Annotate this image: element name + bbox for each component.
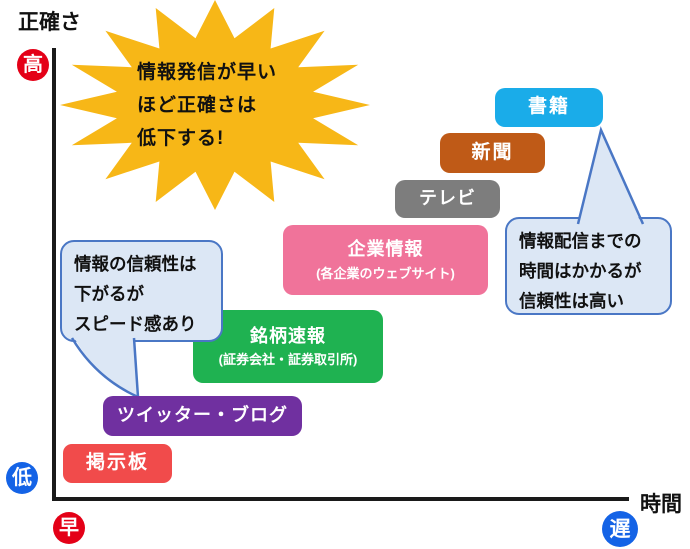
callout-line: 情報の信頼性は xyxy=(74,254,197,274)
marker-fast: 早 xyxy=(53,512,85,544)
callout-line: 下がるが xyxy=(74,284,144,304)
callout-line: 情報配信までの xyxy=(519,231,642,251)
marker-slow-label: 遅 xyxy=(609,517,631,541)
marker-low: 低 xyxy=(6,462,38,494)
item-label: テレビ xyxy=(419,188,476,209)
marker-high: 高 xyxy=(17,49,49,81)
callout-line: 時間はかかるが xyxy=(519,261,642,281)
burst-text: 情報発信が早い ほど正確さは 低下する! xyxy=(137,56,277,155)
callout-line: 信頼性は高い xyxy=(519,291,624,311)
item-box-newspaper: 新聞 xyxy=(440,133,545,173)
item-label: ツイッター・ブログ xyxy=(117,405,288,426)
item-box-ticker: 銘柄速報 (証券会社・証券取引所) xyxy=(193,310,383,383)
callout-right: 情報配信までの 時間はかかるが 信頼性は高い xyxy=(505,217,672,315)
y-axis-line xyxy=(52,48,56,500)
y-axis-title: 正確さ xyxy=(18,11,81,34)
marker-slow: 遅 xyxy=(602,511,638,547)
item-box-bbs: 掲示板 xyxy=(63,444,172,483)
callout-left: 情報の信頼性は 下がるが スピード感あり xyxy=(60,240,223,342)
item-box-corporate: 企業情報 (各企業のウェブサイト) xyxy=(283,225,488,295)
item-sublabel: (証券会社・証券取引所) xyxy=(218,352,358,368)
starburst-shape xyxy=(60,0,370,210)
item-sublabel: (各企業のウェブサイト) xyxy=(316,265,455,281)
burst-line: ほど正確さは xyxy=(137,95,258,116)
x-axis-title: 時間 xyxy=(640,493,682,516)
item-box-twitter: ツイッター・ブログ xyxy=(103,396,302,436)
marker-low-label: 低 xyxy=(12,467,32,489)
callout-line: スピード感あり xyxy=(74,314,197,334)
item-box-tv: テレビ xyxy=(395,180,500,218)
marker-fast-label: 早 xyxy=(59,517,79,539)
item-label: 書籍 xyxy=(527,96,570,118)
x-axis-line xyxy=(52,497,629,501)
item-box-books: 書籍 xyxy=(495,88,603,127)
item-label: 銘柄速報 xyxy=(250,325,326,346)
item-label: 掲示板 xyxy=(85,452,149,474)
item-label: 新聞 xyxy=(471,141,514,163)
burst-line: 低下する! xyxy=(137,128,225,149)
burst-line: 情報発信が早い xyxy=(137,62,278,83)
item-label: 企業情報 xyxy=(347,239,424,260)
marker-high-label: 高 xyxy=(23,54,43,76)
